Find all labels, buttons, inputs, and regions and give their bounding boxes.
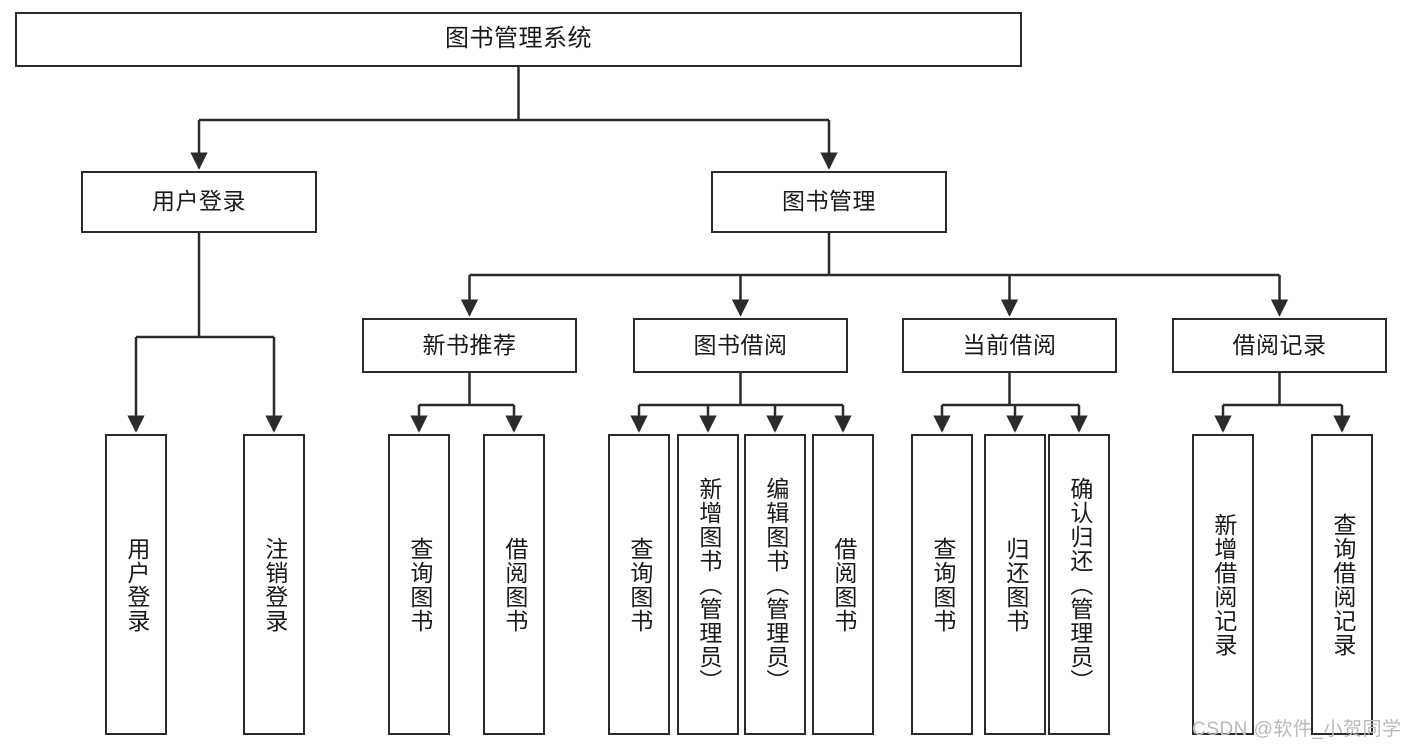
node-new-book-recommend[interactable]: 新书推荐 [362,318,577,373]
node-new-book-recommend-label: 新书推荐 [422,331,517,358]
node-leaf-query-book-borrow[interactable]: 查询图书 [608,434,670,735]
node-book-manage[interactable]: 图书管理 [711,171,947,233]
node-leaf-edit-book-admin-label: 编辑图书（管理员） [762,476,789,693]
node-leaf-query-book-cur[interactable]: 查询图书 [911,434,973,735]
node-leaf-borrow-book-rec-label: 借阅图书 [501,536,528,633]
node-leaf-confirm-return-admin[interactable]: 确认归还（管理员） [1048,434,1110,735]
node-borrow-record-label: 借阅记录 [1232,331,1327,358]
node-leaf-user-login[interactable]: 用户登录 [105,434,167,735]
node-current-borrow-label: 当前借阅 [962,331,1057,358]
node-leaf-query-book-borrow-label: 查询图书 [626,536,653,633]
node-root[interactable]: 图书管理系统 [15,12,1022,67]
node-leaf-add-book-admin-label: 新增图书（管理员） [695,476,722,693]
node-leaf-confirm-return-admin-label: 确认归还（管理员） [1066,476,1093,693]
node-leaf-query-borrow-record-label: 查询借阅记录 [1329,512,1356,657]
node-leaf-return-book-label: 归还图书 [1002,536,1029,633]
node-leaf-query-borrow-record[interactable]: 查询借阅记录 [1311,434,1373,735]
node-current-borrow[interactable]: 当前借阅 [902,318,1117,373]
node-root-label: 图书管理系统 [445,25,592,53]
node-borrow-record[interactable]: 借阅记录 [1172,318,1387,373]
node-user-login-label: 用户登录 [152,188,246,215]
node-book-borrow-label: 图书借阅 [693,331,788,358]
node-user-login[interactable]: 用户登录 [81,171,317,233]
node-leaf-add-borrow-record-label: 新增借阅记录 [1210,512,1237,657]
node-leaf-query-book-rec-label: 查询图书 [406,536,433,633]
node-leaf-borrow-book-rec[interactable]: 借阅图书 [483,434,545,735]
node-book-manage-label: 图书管理 [782,188,876,215]
node-leaf-logout-login[interactable]: 注销登录 [243,434,305,735]
node-leaf-user-login-label: 用户登录 [123,536,150,633]
node-leaf-borrow-book[interactable]: 借阅图书 [812,434,874,735]
node-leaf-logout-login-label: 注销登录 [261,536,288,633]
node-leaf-edit-book-admin[interactable]: 编辑图书（管理员） [744,434,806,735]
node-leaf-borrow-book-label: 借阅图书 [830,536,857,633]
node-leaf-add-borrow-record[interactable]: 新增借阅记录 [1192,434,1254,735]
node-leaf-query-book-cur-label: 查询图书 [929,536,956,633]
node-leaf-return-book[interactable]: 归还图书 [984,434,1046,735]
node-book-borrow[interactable]: 图书借阅 [633,318,848,373]
node-leaf-query-book-rec[interactable]: 查询图书 [388,434,450,735]
node-leaf-add-book-admin[interactable]: 新增图书（管理员） [677,434,739,735]
